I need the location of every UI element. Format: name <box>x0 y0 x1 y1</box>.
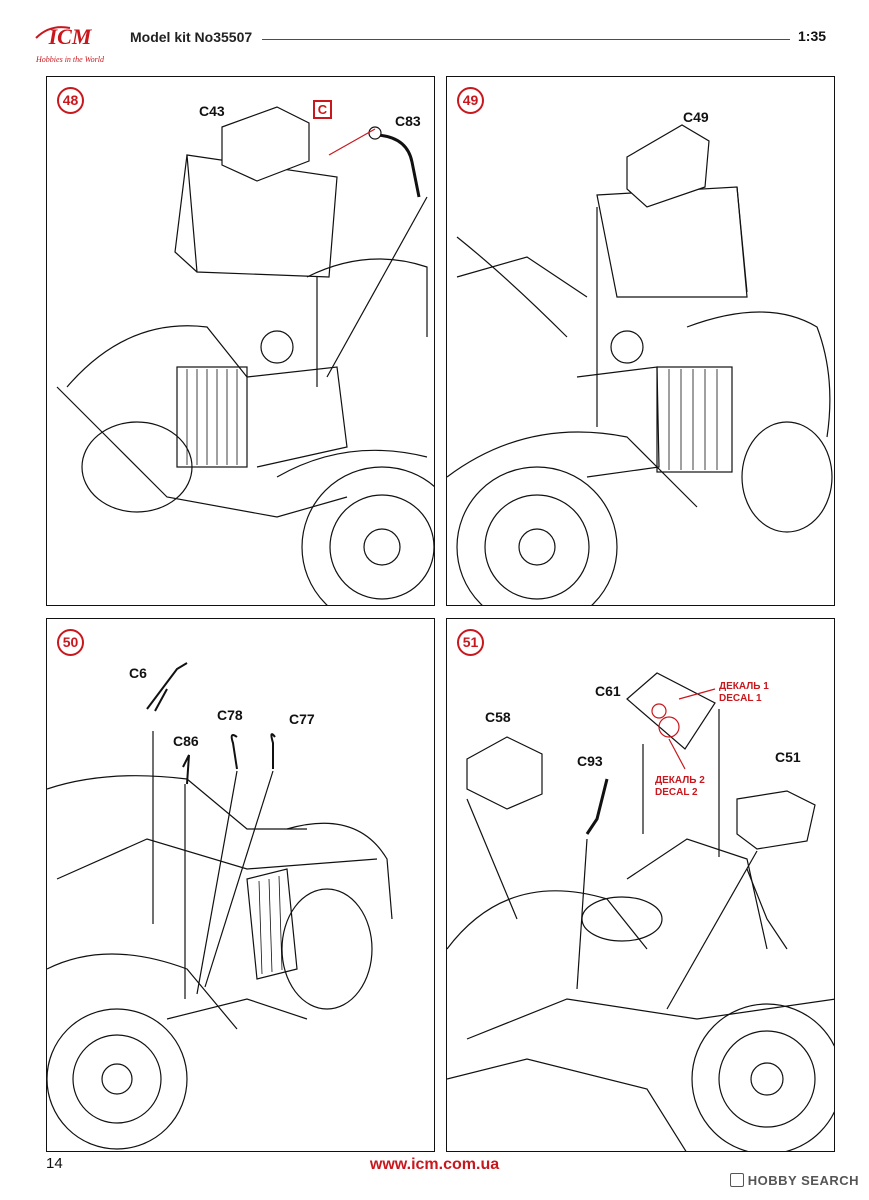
part-label-c93: C93 <box>577 753 603 769</box>
step-48-number: 48 <box>57 87 84 114</box>
step-49-illustration <box>447 124 833 605</box>
step-48-panel: 48 C43 C C83 <box>46 76 435 606</box>
decal-2-en: DECAL 2 <box>655 787 698 798</box>
step-51-illustration <box>447 672 834 1151</box>
decal-1-ru: ДЕКАЛЬ 1 <box>719 681 769 692</box>
hobby-search-icon <box>729 1173 744 1187</box>
part-label-c51: C51 <box>775 749 801 765</box>
sprue-c-label: C <box>313 100 332 119</box>
part-label-c58: C58 <box>485 709 511 725</box>
watermark: HOBBY SEARCH <box>729 1173 859 1188</box>
step-51-number: 51 <box>457 629 484 656</box>
part-label-c43: C43 <box>199 103 225 119</box>
step-50-illustration <box>47 662 393 1150</box>
step-48-illustration <box>56 106 434 605</box>
part-label-c83: C83 <box>395 113 421 129</box>
logo-tagline: Hobbies in the World <box>35 55 105 64</box>
part-label-c49: C49 <box>683 109 709 125</box>
brand-logo: ICM Hobbies in the World <box>30 20 110 68</box>
part-label-c61: C61 <box>595 683 621 699</box>
scale-label: 1:35 <box>798 28 827 44</box>
website-link[interactable]: www.icm.com.ua <box>369 1156 500 1173</box>
step-50-panel: 50 C6 C86 C78 C77 <box>46 618 435 1152</box>
page-number: 14 <box>46 1155 63 1172</box>
watermark-text: HOBBY SEARCH <box>747 1173 859 1188</box>
decal-2-label: ДЕКАЛЬ 2 DECAL 2 <box>655 775 705 799</box>
part-label-c78: C78 <box>217 707 243 723</box>
step-51-panel: 51 C58 C61 C93 C51 ДЕКАЛЬ 1 DECAL 1 ДЕКА… <box>446 618 835 1152</box>
part-label-c77: C77 <box>289 711 315 727</box>
step-49-panel: 49 C49 <box>446 76 835 606</box>
decal-2-ru: ДЕКАЛЬ 2 <box>655 775 705 786</box>
part-label-c6: C6 <box>129 665 147 681</box>
step-50-number: 50 <box>57 629 84 656</box>
page-title: Model kit No35507 <box>130 29 253 45</box>
decal-1-label: ДЕКАЛЬ 1 DECAL 1 <box>719 681 769 705</box>
step-49-number: 49 <box>457 87 484 114</box>
header-rule <box>262 39 790 40</box>
part-label-c86: C86 <box>173 733 199 749</box>
decal-1-en: DECAL 1 <box>719 693 762 704</box>
